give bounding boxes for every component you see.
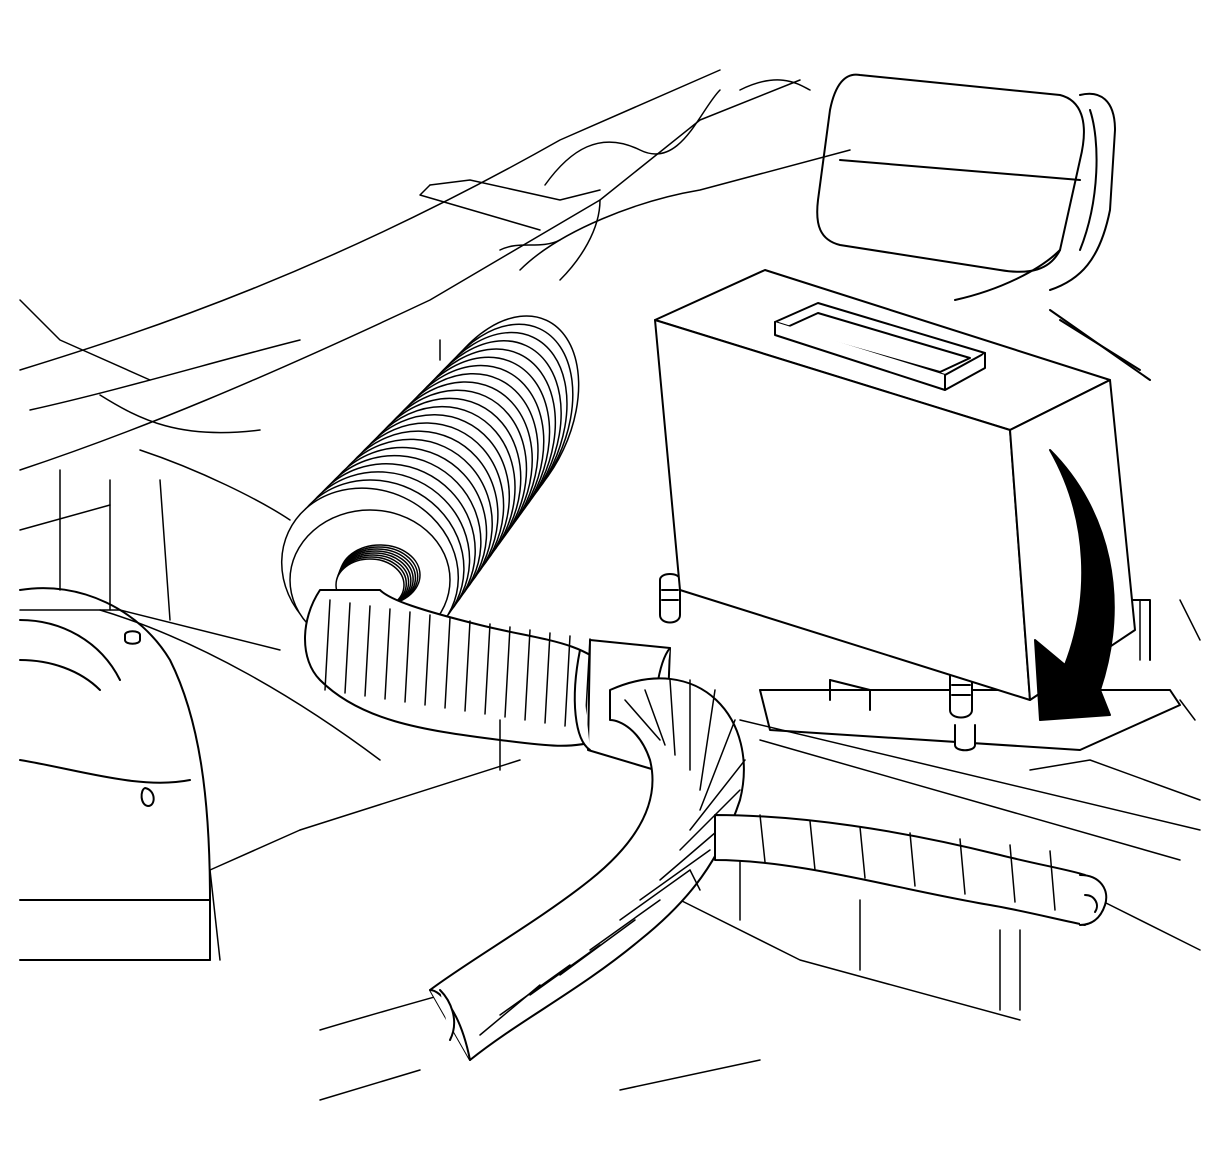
conduit-ring-line [699,689,716,791]
conduit-ring-line [679,789,741,851]
conduit-ring-line [619,869,691,921]
conduit-rings [479,679,746,1036]
duct-rings [324,599,591,730]
duct-segment-line [504,626,511,718]
control-module-box [654,269,1136,701]
wiring-conduit-right [714,814,1108,926]
conduit-right-ring-line [859,826,866,879]
conduit-ring-line [479,984,541,1036]
conduit-right-ring-line [809,820,816,871]
duct-segment-line [324,599,331,691]
mounting-studs [124,573,976,807]
wiring-conduit-lower [429,677,745,1061]
duct-segment-line [364,605,371,697]
conduit-ring-line [699,719,736,811]
air-duct-curved [304,589,611,747]
conduit-right-ring-line [1009,844,1016,903]
conduit-ring-line [529,944,601,996]
wheel-house [19,587,211,961]
seat [816,73,1151,381]
duct-segment-line [464,620,471,712]
conduit-ring-line [689,759,746,831]
conduit-ring-line [639,849,711,901]
conduit-right-ring-line [1049,850,1056,911]
duct-segment-line [484,623,491,715]
conduit-right-ring-line [959,838,966,895]
detail-strokes [439,339,1196,891]
conduit-ring-line [589,899,661,951]
duct-segment-line [544,632,551,724]
conduit-right-ring-line [759,814,766,863]
duct-segment-line [424,614,431,706]
conduit-right-rings [759,814,1056,911]
duct-segment-line [384,608,391,700]
conduit-ring-line [644,689,666,746]
duct-segment-line [404,611,411,703]
duct-segment-line [344,602,351,694]
duct-segment-line [444,617,451,709]
mounting-bracket [759,599,1181,751]
duct-segment-line [524,629,531,721]
removal-arrow [1034,449,1115,721]
conduit-ring-line [624,699,661,741]
conduit-right-ring-line [909,832,916,887]
conduit-ring-line [669,679,676,756]
duct-segment-line [564,635,571,727]
